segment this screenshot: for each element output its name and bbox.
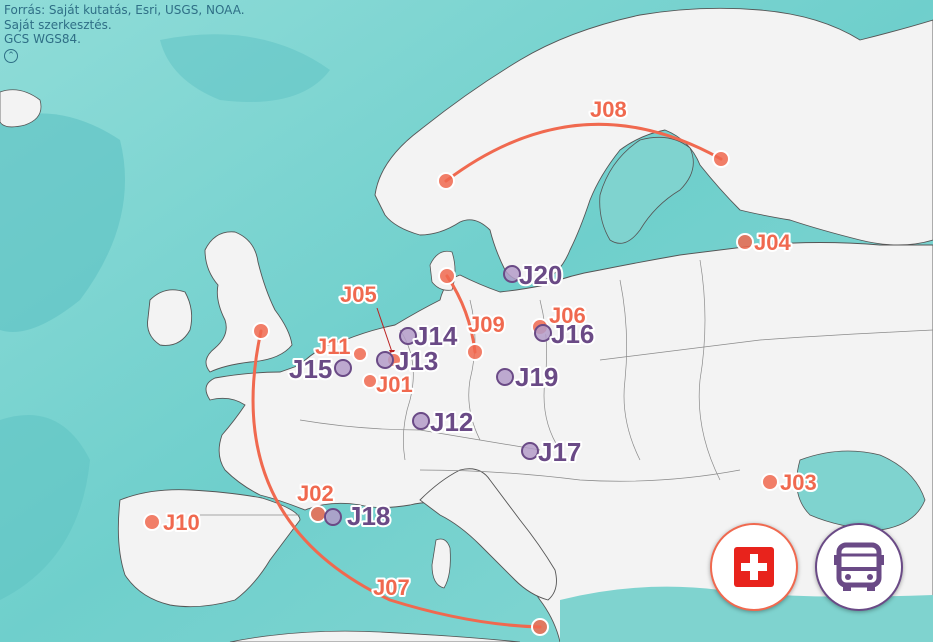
label-j18: J18	[347, 501, 390, 531]
atlantic-deep	[0, 113, 125, 332]
healthcare-filter-button[interactable]	[710, 523, 798, 611]
label-j04: J04	[754, 230, 791, 255]
label-j19: J19	[515, 362, 558, 392]
label-j07: J07	[373, 575, 410, 600]
marker-j17[interactable]	[521, 442, 539, 460]
orange-labels: J08 J04 J05 J09 J06 J11 J01 J03 J02 J10 …	[161, 95, 819, 602]
marker-j02[interactable]	[309, 505, 327, 523]
map-attribution: Forrás: Saját kutatás, Esri, USGS, NOAA.…	[4, 3, 245, 63]
label-j13: J13	[395, 346, 438, 376]
label-j03: J03	[780, 470, 817, 495]
marker-j15[interactable]	[334, 359, 352, 377]
marker-j14[interactable]	[399, 327, 417, 345]
label-j12: J12	[430, 407, 473, 437]
bus-filter-button[interactable]	[815, 523, 903, 611]
leader-j05	[376, 307, 393, 353]
marker-j04[interactable]	[736, 233, 754, 251]
marker-j11[interactable]	[352, 346, 368, 362]
route-j08[interactable]	[444, 122, 723, 183]
marker-j07-end[interactable]	[531, 618, 549, 636]
marker-j20[interactable]	[503, 265, 521, 283]
label-j06: J06	[549, 303, 586, 328]
label-j10: J10	[163, 510, 200, 535]
label-j08: J08	[590, 97, 627, 122]
marker-j16[interactable]	[534, 324, 552, 342]
sardinia	[431, 538, 451, 589]
label-j02: J02	[297, 481, 334, 506]
ireland	[147, 289, 193, 346]
route-j07[interactable]	[251, 329, 542, 629]
label-j01: J01	[376, 372, 413, 397]
label-j09: J09	[468, 312, 505, 337]
italy	[419, 468, 557, 601]
norwegian-sea-deep	[160, 34, 330, 102]
label-j20: J20	[519, 260, 562, 290]
label-j17: J17	[538, 437, 581, 467]
gulf-of-bothnia	[599, 136, 694, 244]
attribution-source: Forrás: Saját kutatás, Esri, USGS, NOAA.	[4, 3, 245, 17]
atlantic-deep-south	[0, 415, 90, 600]
marker-j08-start[interactable]	[437, 172, 455, 190]
marker-j09-end[interactable]	[466, 343, 484, 361]
marker-j10[interactable]	[143, 513, 161, 531]
scandinavia	[374, 7, 933, 283]
iceland	[0, 89, 42, 128]
black-sea	[796, 450, 926, 531]
label-j14: J14	[414, 321, 458, 351]
marker-j12[interactable]	[412, 412, 430, 430]
marker-j01[interactable]	[362, 373, 378, 389]
bus-icon	[834, 542, 884, 591]
iberian-peninsula	[117, 489, 301, 608]
north-africa	[229, 630, 521, 642]
marker-j03[interactable]	[761, 473, 779, 491]
label-j15: J15	[289, 354, 332, 384]
swiss-cross-icon	[734, 547, 774, 587]
marker-j09-start[interactable]	[438, 267, 456, 285]
marker-j13[interactable]	[376, 351, 394, 369]
purple-markers	[324, 265, 552, 526]
label-j11: J11	[315, 334, 351, 359]
chevron-up-icon[interactable]: ⌃	[4, 48, 18, 63]
attribution-crs: GCS WGS84.	[4, 32, 81, 46]
marker-j07-start[interactable]	[252, 322, 270, 340]
purple-labels: J20 J14 J16 J13 J15 J19 J12 J17 J18	[287, 258, 596, 533]
marker-j08-end[interactable]	[712, 150, 730, 168]
marker-j19[interactable]	[496, 368, 514, 386]
marker-j18[interactable]	[324, 508, 342, 526]
great-britain	[204, 231, 293, 373]
attribution-editor: Saját szerkesztés.	[4, 17, 112, 32]
label-j16: J16	[551, 319, 594, 349]
label-j05: J05	[340, 282, 377, 307]
